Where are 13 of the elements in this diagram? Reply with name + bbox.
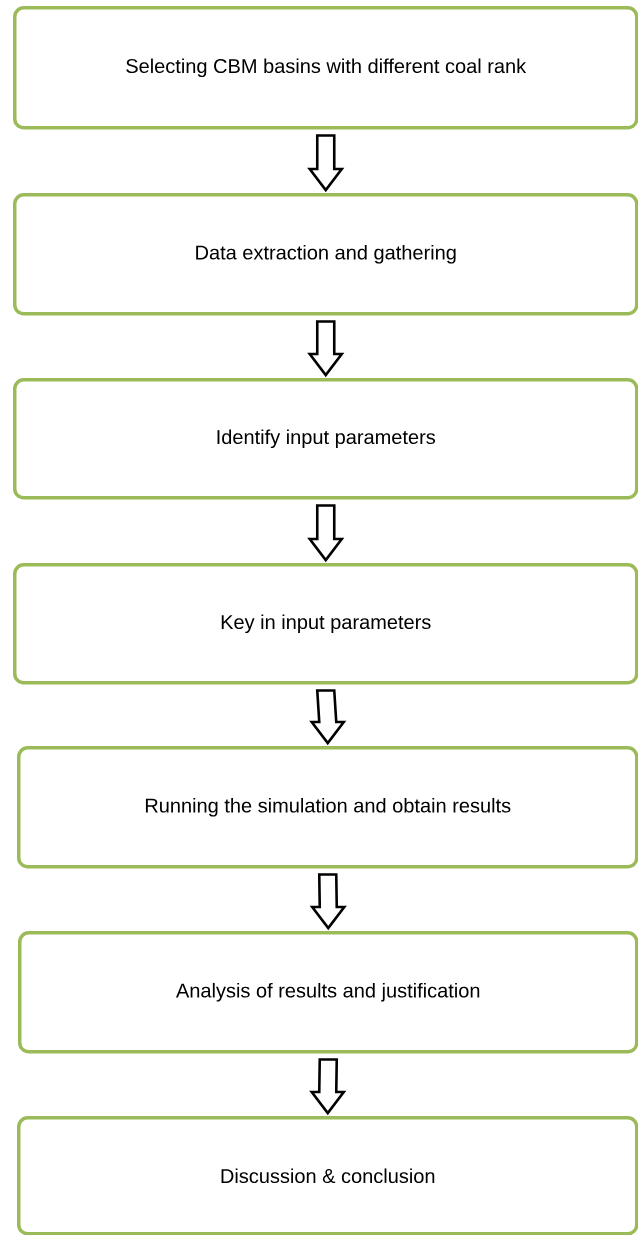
process-box: Selecting CBM basins with different coal rank: [13, 6, 638, 130]
block-arrow: [307, 320, 345, 378]
process-box: Identify input parameters: [13, 378, 638, 500]
process-box: Key in input parameters: [13, 563, 638, 685]
process-box: Discussion & conclusion: [17, 1116, 638, 1235]
block-arrow: [307, 134, 345, 193]
block-arrow: [307, 504, 345, 563]
block-arrow: [309, 689, 347, 746]
block-arrow: [309, 1058, 347, 1116]
process-box: Data extraction and gathering: [13, 193, 638, 316]
process-box: Analysis of results and justification: [18, 931, 638, 1054]
block-arrow: [309, 873, 347, 931]
process-box: Running the simulation and obtain results: [17, 746, 638, 869]
